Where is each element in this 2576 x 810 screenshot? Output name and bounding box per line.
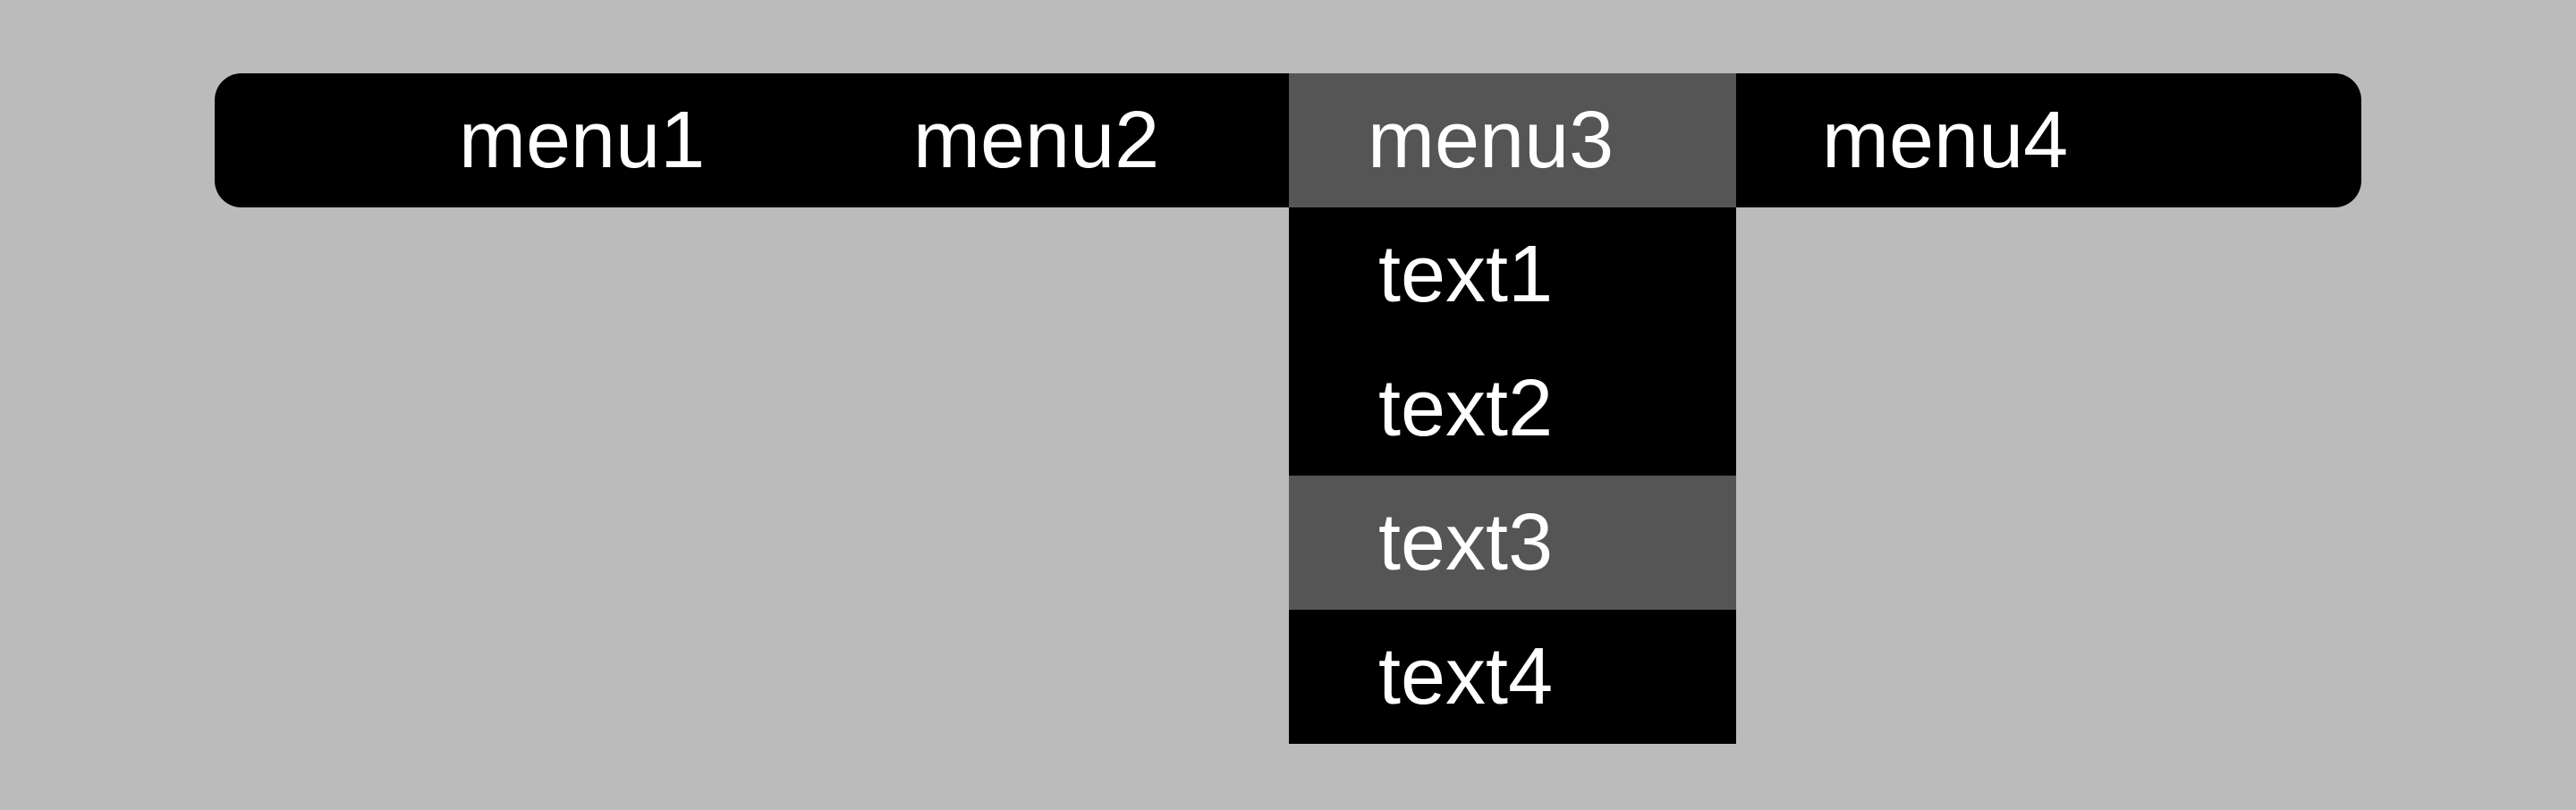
dropdown-item-text2[interactable]: text2 — [1378, 364, 1554, 453]
dropdown-item-text4[interactable]: text4 — [1378, 632, 1554, 721]
dropdown-item-text3[interactable]: text3 — [1289, 476, 1736, 610]
menu-list: menu1 menu2 menu3 text1 text2 text3 text… — [215, 73, 2361, 744]
menubar-item-menu1[interactable]: menu1 — [459, 96, 706, 185]
menubar-item-menu3-label: menu3 — [1368, 96, 1614, 185]
dropdown-item-text1[interactable]: text1 — [1378, 230, 1554, 319]
menu-bar: menu1 menu2 menu3 text1 text2 text3 text… — [215, 73, 2361, 744]
menubar-item-menu3[interactable]: menu3 text1 text2 text3 text4 — [1289, 73, 1736, 744]
menu3-dropdown: text1 text2 text3 text4 — [1289, 207, 1736, 744]
menubar-item-menu4[interactable]: menu4 — [1822, 96, 2069, 185]
menubar-item-menu2[interactable]: menu2 — [913, 96, 1160, 185]
